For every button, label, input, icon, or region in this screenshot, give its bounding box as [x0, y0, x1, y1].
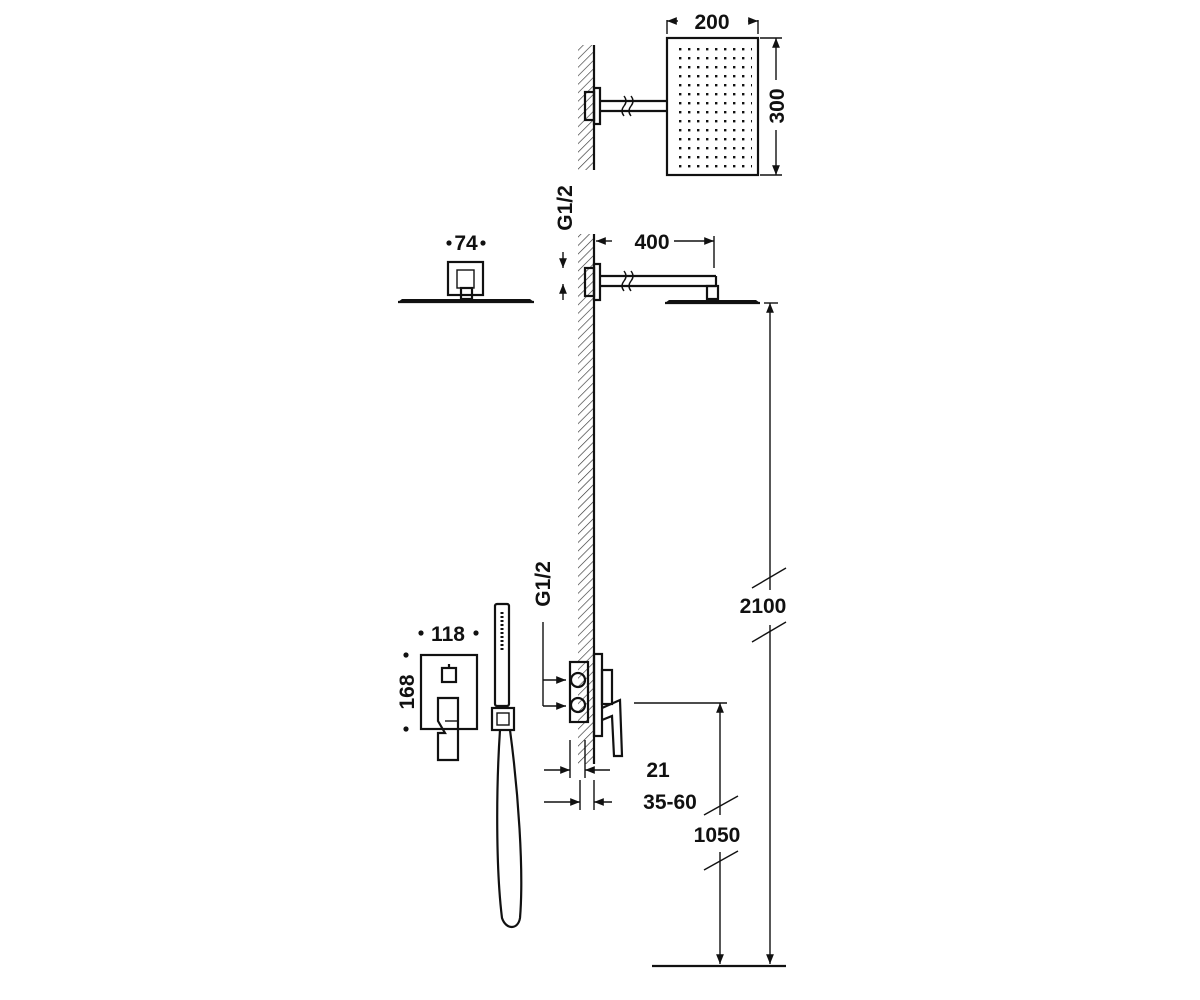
shower-head-top-view — [578, 36, 760, 177]
dim-arm-length: 400 — [596, 231, 715, 268]
shower-head-front-view — [398, 260, 534, 304]
dim-label-2100: 2100 — [740, 595, 787, 618]
dim-label-300: 300 — [766, 88, 789, 123]
mixer-lever — [436, 696, 460, 762]
dim-floor-to-head: 2100 — [740, 302, 787, 964]
dim-label-168: 168 — [396, 674, 419, 709]
dim-head-length: 300 — [760, 37, 789, 176]
dim-plate-width: 118 — [418, 623, 479, 646]
mixer-front-view — [419, 653, 479, 762]
dim-recess-range: 35-60 — [544, 780, 697, 814]
hand-shower-head — [493, 602, 511, 708]
dim-label-g12-mixer: G1/2 — [532, 561, 555, 607]
hand-shower-holder — [490, 706, 516, 732]
shower-arm-side-view — [583, 262, 760, 305]
dim-floor-to-mixer: 1050 — [634, 702, 741, 964]
dim-head-thickness: 74 — [446, 232, 486, 255]
mixer-body — [568, 660, 590, 724]
shower-head-plate — [665, 36, 760, 177]
mixer-side-view — [568, 652, 624, 758]
dim-plate-height: 168 — [396, 652, 419, 732]
dim-label-200: 200 — [694, 11, 729, 34]
main-wall — [578, 234, 596, 764]
mixer-plate — [419, 653, 479, 731]
dim-head-width: 200 — [666, 11, 759, 34]
dim-label-21: 21 — [646, 759, 670, 782]
dim-label-118: 118 — [431, 623, 465, 646]
shower-hose — [496, 729, 523, 929]
dim-label-74: 74 — [454, 232, 478, 255]
dim-arm-thread: G1/2 — [554, 185, 577, 300]
dim-label-g12-top: G1/2 — [554, 185, 577, 231]
dim-mixer-thread: G1/2 — [532, 561, 566, 710]
dim-label-35-60: 35-60 — [643, 791, 697, 814]
dim-label-400: 400 — [634, 231, 669, 254]
hand-shower — [490, 602, 523, 929]
main-wall-hatch — [578, 234, 594, 764]
dim-recess-fixed: 21 — [544, 740, 670, 782]
dim-label-1050: 1050 — [694, 824, 741, 847]
diverter-knob — [440, 666, 458, 684]
